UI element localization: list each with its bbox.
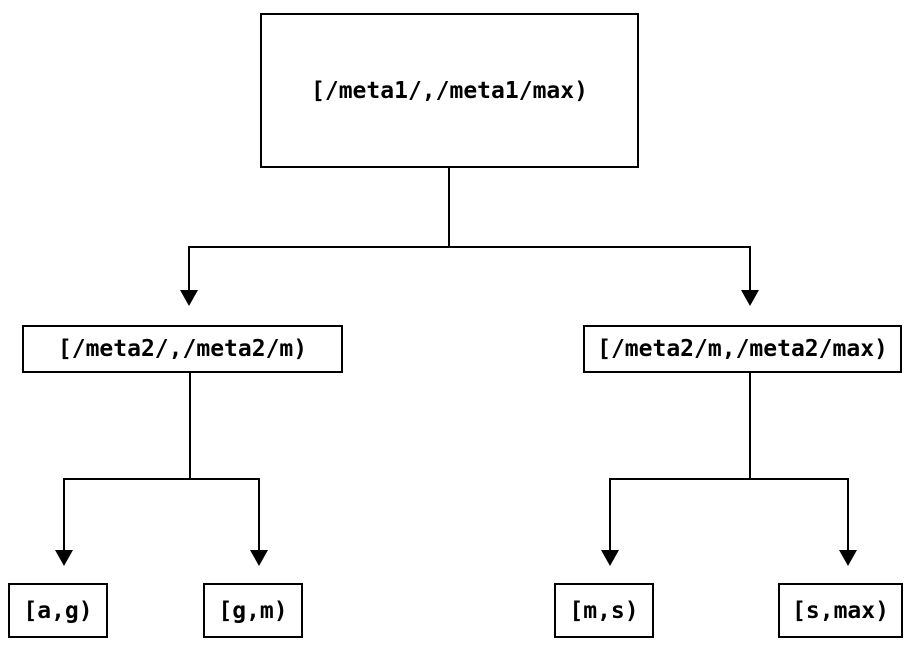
edge-root-horizontal-bar: [188, 246, 751, 248]
node-leaf-a-g: [a,g): [8, 583, 108, 638]
edge-drop-to-right-child: [749, 246, 751, 290]
edge-right-horizontal-bar: [609, 478, 849, 480]
arrow-down-icon: [601, 550, 619, 566]
edge-left-child-stem: [189, 373, 191, 480]
edge-drop-to-left-child: [188, 246, 190, 290]
edge-drop-to-leaf-s-max: [847, 478, 849, 550]
arrow-down-icon: [250, 550, 268, 566]
node-leaf-m-s: [m,s): [554, 583, 654, 638]
arrow-down-icon: [180, 290, 198, 306]
node-leaf-s-max: [s,max): [778, 583, 903, 638]
node-left-child: [/meta2/,/meta2/m): [22, 325, 343, 373]
node-leaf-g-m: [g,m): [203, 583, 303, 638]
arrow-down-icon: [55, 550, 73, 566]
edge-left-horizontal-bar: [63, 478, 260, 480]
arrow-down-icon: [741, 290, 759, 306]
node-root: [/meta1/,/meta1/max): [260, 13, 639, 168]
edge-drop-to-leaf-a-g: [63, 478, 65, 550]
edge-drop-to-leaf-m-s: [609, 478, 611, 550]
node-right-child: [/meta2/m,/meta2/max): [583, 325, 902, 373]
arrow-down-icon: [839, 550, 857, 566]
edge-root-stem: [448, 168, 450, 248]
edge-right-child-stem: [749, 373, 751, 480]
edge-drop-to-leaf-g-m: [258, 478, 260, 550]
